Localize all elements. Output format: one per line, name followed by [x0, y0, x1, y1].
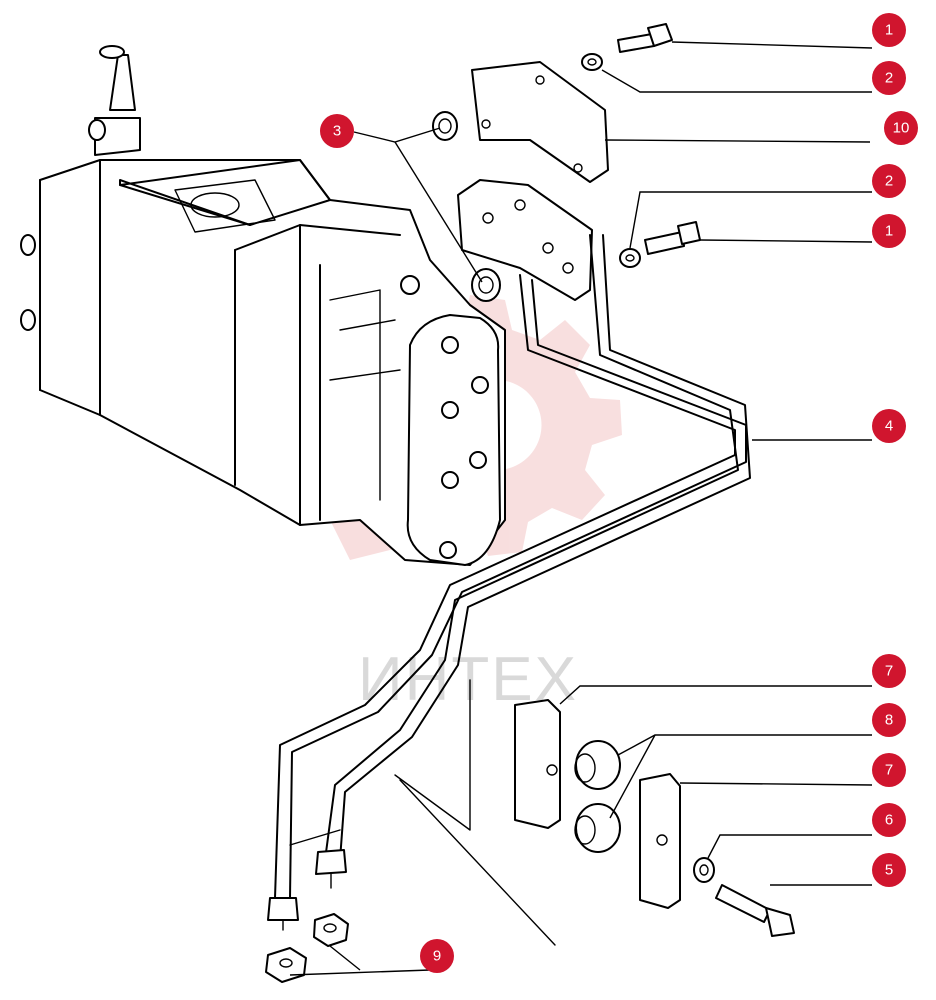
nut-left — [265, 947, 307, 983]
callout-1-lower: 1 — [872, 214, 906, 248]
nut-right — [313, 913, 349, 947]
washer-6 — [693, 857, 715, 883]
callout-9: 9 — [420, 939, 454, 973]
callout-label: 8 — [885, 712, 893, 729]
callout-label: 1 — [885, 223, 893, 240]
pipe-assembly — [267, 234, 751, 946]
callout-2-lower: 2 — [872, 164, 906, 198]
callout-8: 8 — [872, 703, 906, 737]
callout-2-top: 2 — [872, 61, 906, 95]
callout-4: 4 — [872, 409, 906, 443]
callout-1-top: 1 — [872, 13, 906, 47]
pipe-flange — [457, 179, 593, 301]
bolt-top — [617, 23, 673, 53]
grommet-lower — [574, 803, 621, 853]
clamp-lower — [639, 773, 681, 909]
clamp-upper — [514, 699, 561, 829]
callout-label: 2 — [885, 70, 893, 87]
callout-7-lower: 7 — [872, 753, 906, 787]
bolt-5 — [715, 884, 795, 937]
callout-7-upper: 7 — [872, 654, 906, 688]
grommet-upper — [574, 740, 621, 790]
callout-label: 4 — [885, 418, 893, 435]
callout-label: 1 — [885, 22, 893, 39]
callout-10: 10 — [884, 111, 918, 145]
callout-5: 5 — [872, 853, 906, 887]
callout-3: 3 — [320, 114, 354, 148]
washer-lower — [619, 248, 641, 268]
callout-label: 2 — [885, 173, 893, 190]
callout-label: 5 — [885, 862, 893, 879]
pump-housing — [20, 45, 506, 566]
callout-label: 10 — [893, 120, 910, 137]
callout-label: 7 — [885, 663, 893, 680]
callout-label: 3 — [333, 123, 341, 140]
bolt-lower — [644, 221, 701, 255]
callout-label: 6 — [885, 812, 893, 829]
callout-label: 9 — [433, 948, 441, 965]
callout-6: 6 — [872, 803, 906, 837]
leader-lines — [289, 41, 873, 976]
washer-top — [581, 53, 603, 71]
gasket-upper — [432, 111, 458, 141]
callout-label: 7 — [885, 762, 893, 779]
cover-plate — [471, 61, 609, 183]
